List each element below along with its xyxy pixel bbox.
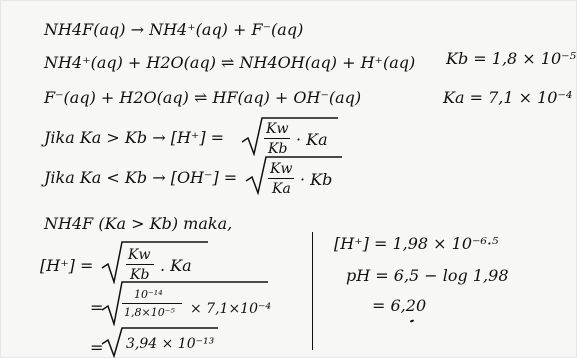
kw-over-kb-fraction: Kw Kb (264, 120, 290, 160)
sqrt-sign (101, 241, 208, 284)
times-ka-value: × 7,1×10⁻⁴ (190, 301, 271, 317)
fraction-numerator: Kw (270, 161, 293, 177)
equals-sign: = (90, 298, 104, 317)
fraction-denominator: Kb (268, 141, 288, 157)
h-plus-result: [H⁺] = 1,98 × 10⁻⁶·⁵ (334, 234, 499, 253)
fraction-denominator: Ka (272, 181, 291, 197)
kw-over-ka-fraction: Kw Ka (268, 160, 294, 200)
ph-result: = 6,20 (372, 296, 427, 315)
sqrt-sign (241, 117, 338, 156)
kw-over-kb-fraction: Kw Kb (126, 246, 154, 286)
ammonium-hydrolysis-equation: NH4⁺(aq) + H2O(aq) ⇌ NH4OH(aq) + H⁺(aq) (44, 53, 416, 72)
sqrt-sign (101, 327, 218, 358)
root-argument: 3,94 × 10⁻¹³ (126, 336, 215, 352)
kb-value: Kb = 1,8 × 10⁻⁵ (446, 49, 577, 68)
rule-ka-greater: Jika Ka > Kb → [H⁺] = (44, 128, 225, 147)
equals-sign: = (90, 338, 104, 357)
sqrt-sign (101, 281, 268, 326)
numeric-fraction: 10⁻¹⁴ 1,8×10⁻⁵ (122, 286, 182, 326)
fraction-numerator: Kw (266, 121, 289, 137)
times-ka: · Ka (296, 130, 328, 149)
ph-expression: pH = 6,5 − log 1,98 (346, 266, 509, 285)
ka-value: Ka = 7,1 × 10⁻⁴ (443, 88, 573, 107)
fraction-numerator: Kw (128, 247, 151, 263)
times-ka: . Ka (160, 256, 192, 275)
dissociation-equation: NH4F(aq) → NH4⁺(aq) + F⁻(aq) (44, 20, 304, 39)
fraction-denominator: 1,8×10⁻⁵ (124, 306, 175, 319)
fluoride-hydrolysis-equation: F⁻(aq) + H2O(aq) ⇌ HF(aq) + OH⁻(aq) (44, 88, 362, 107)
fraction-numerator: 10⁻¹⁴ (134, 288, 163, 301)
condition-statement: NH4F (Ka > Kb) maka, (44, 214, 233, 233)
h-plus-label: [H⁺] = (40, 256, 94, 275)
fraction-denominator: Kb (130, 267, 150, 283)
times-kb: · Kb (300, 170, 333, 189)
pen-mark (409, 319, 415, 323)
sqrt-sign (245, 156, 342, 195)
column-divider (312, 232, 313, 350)
rule-ka-less: Jika Ka < Kb → [OH⁻] = (44, 168, 238, 187)
